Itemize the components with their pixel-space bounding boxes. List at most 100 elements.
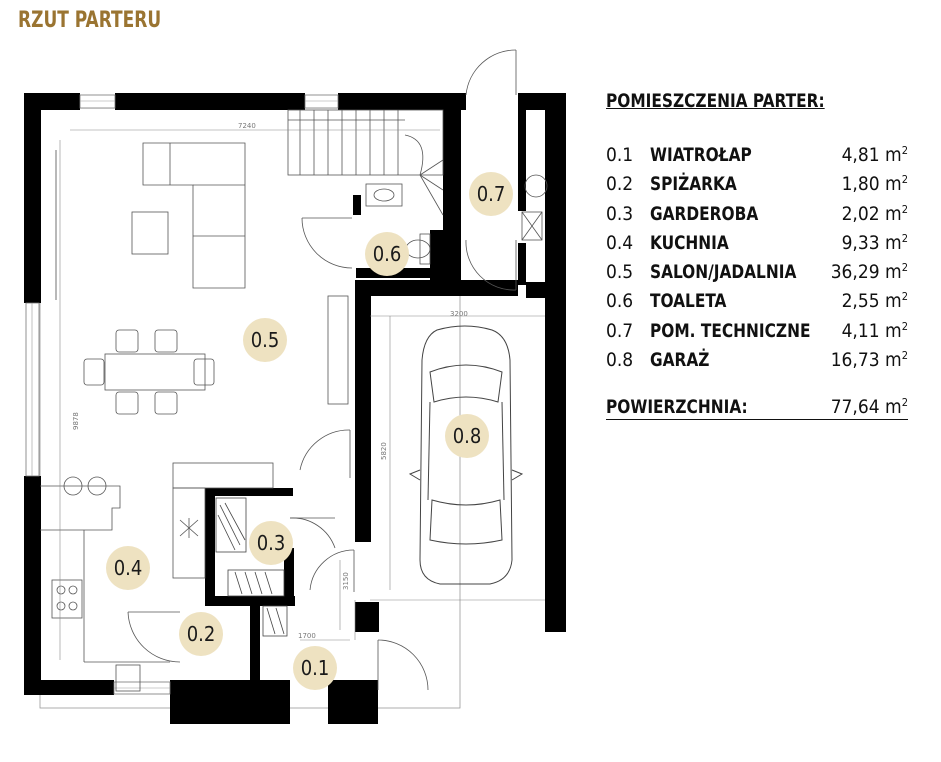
wall-wardrobe-right [284,548,294,603]
room-name: POM. TECHNICZNE [650,319,811,342]
wall-pantry-right [250,603,260,703]
wall-bottom-left [24,680,114,695]
wall-bottom-right [328,680,378,724]
exterior-walls [24,93,566,724]
furniture-living [40,142,349,692]
bar-stool [63,476,83,496]
sofa [142,142,246,289]
dimension-label: 3200 [450,310,468,318]
door-wardrobe [289,517,336,549]
wall-left-lower [24,476,41,694]
room-name: KUCHNIA [650,231,729,254]
wall-tech-inner-lower [518,243,526,285]
room-marker-0-8: 0.8 [445,414,489,458]
car [408,325,524,585]
tech-fixtures [521,174,548,241]
doors [127,49,517,691]
room-area: 36,29 m2 [830,261,908,284]
door-entrance-tech [465,49,517,96]
dimension-label: 3150 [342,572,350,590]
dimension-label: 5820 [380,442,388,460]
room-marker-0-4: 0.4 [106,546,150,590]
room-area: 2,02 m2 [841,202,908,225]
tv-unit [327,295,349,405]
room-label: 0.6 [373,242,402,266]
room-label: 0.8 [453,424,482,448]
door-pantry [127,611,181,663]
room-area: 4,11 m2 [841,319,908,342]
dimension-label: 9878 [72,412,80,430]
wall-toilet-a [353,195,361,215]
room-marker-0-5: 0.5 [243,318,287,362]
wall-top-right [338,93,466,110]
room-number: 0.8 [606,349,634,372]
wall-garage-top [355,280,518,296]
window-left [25,302,40,477]
kitchen-bar [40,485,121,531]
total-area-row: POWIERZCHNIA: 77,64 m2 [606,396,908,421]
wall-garage-right [545,296,566,632]
wall-left-upper [24,93,41,303]
window-top-1 [79,94,116,109]
room-number: 0.1 [606,144,634,166]
room-number: 0.5 [606,261,634,284]
wall-garage-left [355,280,371,542]
floor-plan: 7240 3200 5820 9878 3150 1700 0.5 0.6 0.… [24,49,566,724]
room-markers: 0.5 0.6 0.7 0.8 0.3 0.4 0.2 0.1 [106,172,513,690]
room-label: 0.7 [477,182,506,206]
room-name: GARDEROBA [650,202,759,225]
room-marker-0-6: 0.6 [365,232,409,276]
room-number: 0.3 [606,202,634,225]
room-marker-0-3: 0.3 [249,521,293,565]
total-area: 77,64 m2 [830,396,908,419]
dimension-label: 1700 [298,632,316,640]
chair [115,391,139,415]
total-label: POWIERZCHNIA: [606,396,748,419]
stove [51,579,83,619]
window-glass-lines [31,100,338,689]
dimension-label: 7240 [238,122,256,130]
room-area: 2,55 m2 [841,290,908,313]
room-name: SPIŻARKA [650,173,737,196]
room-label: 0.3 [257,531,286,555]
chair [154,329,178,353]
window-top-2 [304,94,339,109]
room-number: 0.7 [606,319,634,342]
list-item: 0.6 TOALETA 2,55 m2 [606,290,908,319]
wall-tech-left [443,93,461,283]
kitchen-sink [115,664,141,692]
toilet-bowl [405,239,431,259]
wall-wardrobe-left [205,488,215,603]
page-title: RZUT PARTERU [18,8,162,33]
wall-pantry-bottom [205,680,255,692]
room-marker-0-2: 0.2 [179,612,223,656]
chair [115,329,139,353]
kitchen-counter-side [172,487,206,579]
wardrobe-hangers [215,497,288,637]
room-marker-0-7: 0.7 [469,172,513,216]
toilet-sink [365,183,403,207]
list-item: 0.7 POM. TECHNICZNE 4,11 m2 [606,320,908,349]
room-label: 0.1 [301,656,330,680]
room-number: 0.4 [606,231,634,254]
chair [154,391,178,415]
door-main-entrance [377,639,429,691]
room-area: 1,80 m2 [841,173,908,196]
room-number: 0.6 [606,290,634,313]
coffee-table [131,211,169,255]
room-area: 4,81 m2 [841,144,908,166]
door-garage-hall [309,549,355,591]
dimension-lines [55,129,545,660]
wall-top-middle [115,93,305,110]
dining-table [104,353,206,391]
room-name: TOALETA [650,290,727,313]
kitchen-counter [172,462,274,489]
room-label: 0.5 [251,328,280,352]
